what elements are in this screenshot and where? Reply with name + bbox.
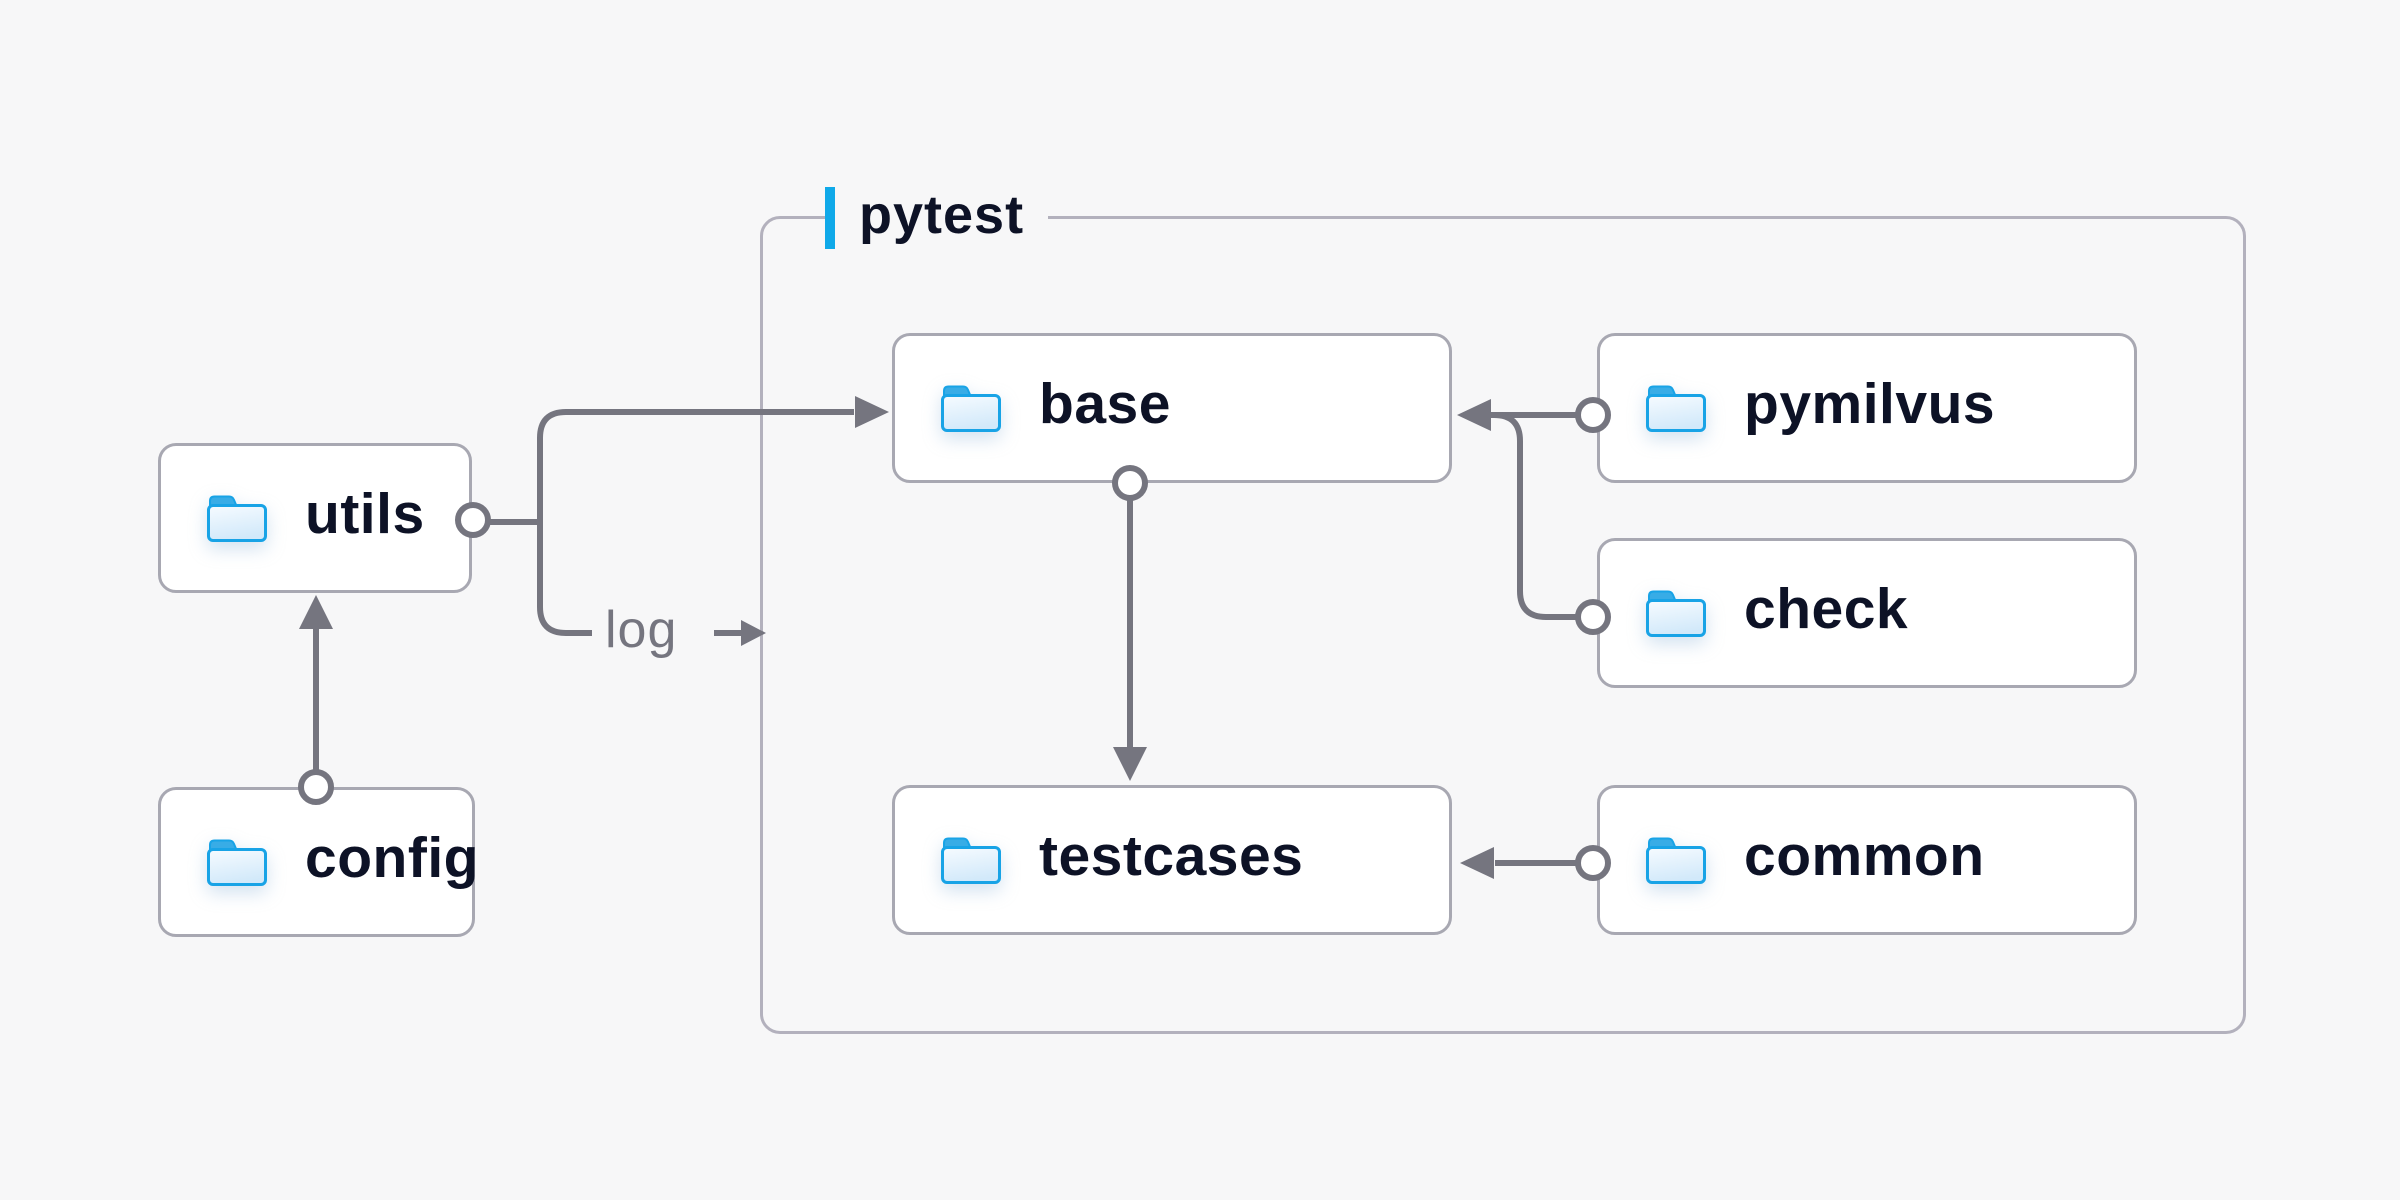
node-utils: utils — [158, 443, 472, 593]
node-pymilvus: pymilvus — [1597, 333, 2137, 483]
folder-icon — [1646, 590, 1706, 637]
edge-config-to-utils — [298, 595, 334, 805]
node-config-label: config — [305, 825, 479, 890]
node-check: check — [1597, 538, 2137, 688]
node-pymilvus-label: pymilvus — [1744, 371, 1996, 436]
node-testcases-label: testcases — [1039, 823, 1304, 888]
node-config: config — [158, 787, 478, 937]
node-testcases: testcases — [892, 785, 1452, 935]
node-common: common — [1597, 785, 2137, 935]
folder-icon — [941, 385, 1001, 432]
folder-icon — [207, 495, 267, 542]
folder-icon — [207, 839, 267, 886]
edge-label-log: log — [605, 601, 678, 659]
group-pytest-label: pytest — [825, 185, 1049, 251]
node-check-label: check — [1744, 576, 1909, 641]
node-utils-label: utils — [305, 481, 425, 546]
folder-icon — [1646, 385, 1706, 432]
node-base: base — [892, 333, 1452, 483]
edge-log-arrow — [714, 620, 766, 646]
node-common-label: common — [1744, 823, 1985, 888]
folder-icon — [941, 837, 1001, 884]
group-pytest-title: pytest — [859, 185, 1025, 245]
accent-bar — [825, 187, 835, 249]
node-base-label: base — [1039, 371, 1171, 436]
folder-icon — [1646, 837, 1706, 884]
